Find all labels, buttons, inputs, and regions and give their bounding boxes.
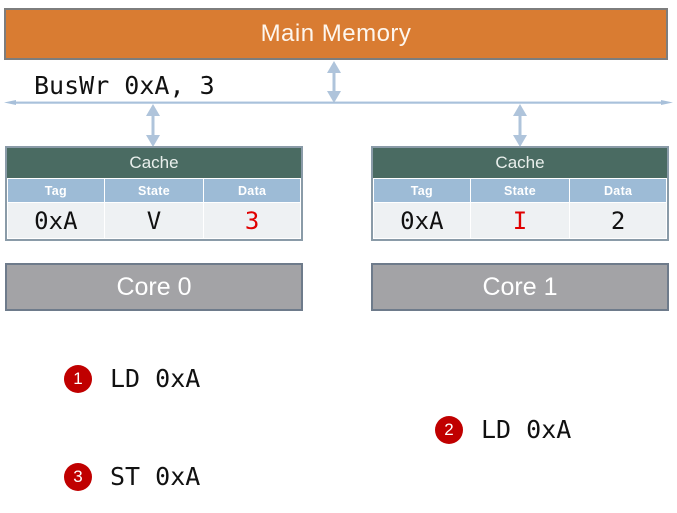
instruction-text-2: LD 0xA [481, 415, 572, 444]
cache-0-col-state: State [103, 178, 205, 203]
cache-1-header-row: Tag State Data [373, 178, 667, 203]
instruction-step-3: 3 ST 0xA [64, 462, 200, 491]
instruction-step-2: 2 LD 0xA [435, 415, 571, 444]
main-memory-label: Main Memory [260, 20, 412, 47]
bus-to-cache-1-connector [513, 104, 527, 147]
cache-0-table: Tag State Data 0xA V 3 [7, 178, 301, 239]
bus-arrow-right-icon [661, 100, 673, 105]
instruction-text-1: LD 0xA [110, 364, 201, 393]
cache-1-table: Tag State Data 0xA I 2 [373, 178, 667, 239]
cache-0-header-row: Tag State Data [7, 178, 301, 203]
instruction-text-3: ST 0xA [110, 462, 201, 491]
cache-0-title: Cache [7, 148, 301, 178]
cache-1-tag-value: 0xA [373, 202, 471, 239]
cache-0-block: Cache Tag State Data 0xA V 3 [5, 146, 303, 241]
step-badge-1: 1 [64, 364, 92, 393]
step-badge-3: 3 [64, 462, 92, 491]
core-1-block: Core 1 [371, 263, 669, 311]
cache-0-data-value: 3 [203, 202, 301, 239]
bus-transaction-label: BusWr 0xA, 3 [34, 71, 215, 100]
bus-line [4, 100, 673, 105]
cache-0-col-data: Data [203, 178, 301, 203]
bus-arrow-left-icon [4, 100, 16, 105]
main-memory-block: Main Memory [4, 8, 668, 60]
step-badge-2: 2 [435, 415, 463, 444]
cache-0-state-value: V [103, 202, 205, 239]
cache-0-col-tag: Tag [7, 178, 105, 203]
cache-1-col-tag: Tag [373, 178, 471, 203]
core-0-block: Core 0 [5, 263, 303, 311]
cache-1-data-value: 2 [569, 202, 667, 239]
cache-1-col-data: Data [569, 178, 667, 203]
core-1-label: Core 1 [482, 272, 558, 301]
bus-to-cache-0-connector [146, 104, 160, 147]
cache-0-row: 0xA V 3 [7, 202, 301, 239]
core-0-label: Core 0 [116, 272, 192, 301]
cache-0-tag-value: 0xA [7, 202, 105, 239]
cache-1-state-value: I [469, 202, 571, 239]
cache-1-row: 0xA I 2 [373, 202, 667, 239]
instruction-step-1: 1 LD 0xA [64, 364, 200, 393]
cache-1-block: Cache Tag State Data 0xA I 2 [371, 146, 669, 241]
memory-to-bus-connector [327, 61, 341, 103]
cache-1-col-state: State [469, 178, 571, 203]
cache-1-title: Cache [373, 148, 667, 178]
